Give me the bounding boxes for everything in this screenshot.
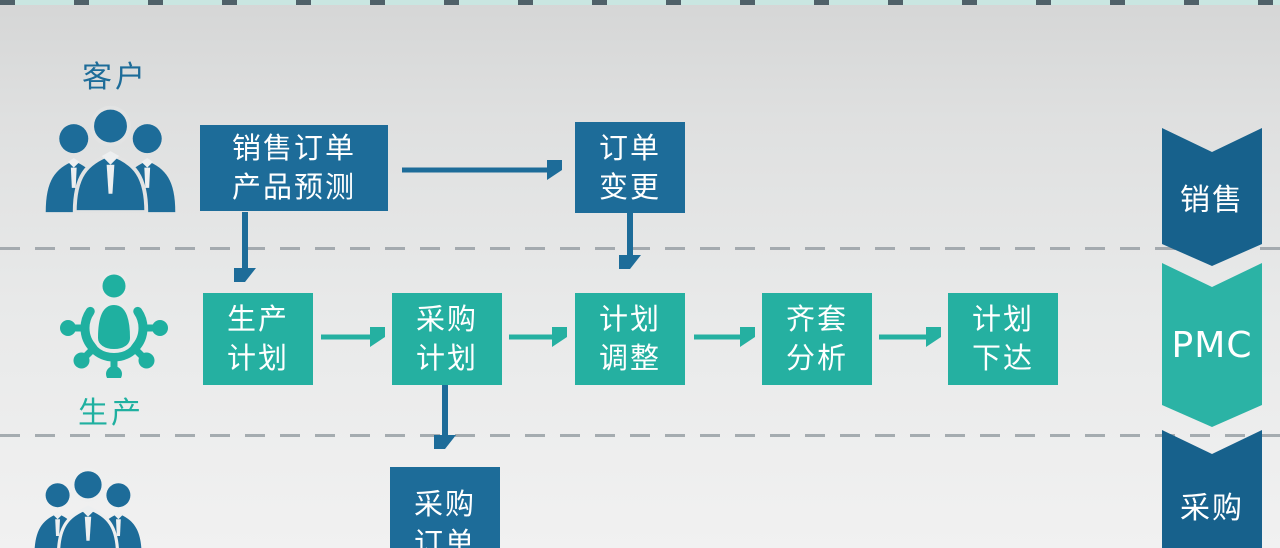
node-plan-release: 计划 下达 xyxy=(948,293,1058,385)
banner-sales: 销售 xyxy=(1162,128,1262,266)
lane-label-customer: 客户 xyxy=(82,60,148,95)
node-order-change: 订单 变更 xyxy=(575,122,685,213)
arrow-prodplan-purplan xyxy=(321,327,385,347)
arrow-kitting-release xyxy=(879,327,941,347)
top-dashed-strip xyxy=(0,0,1280,5)
node-plan-adjust: 计划 调整 xyxy=(575,293,685,385)
banner-purchase: 采购 xyxy=(1162,430,1262,548)
node-sales-order: 销售订单 产品预测 xyxy=(200,125,388,211)
arrow-sales-to-change xyxy=(402,160,562,180)
lane-divider-1 xyxy=(0,247,1280,250)
arrow-purplan-down xyxy=(433,385,457,449)
node-kitting-analysis: 齐套 分析 xyxy=(762,293,872,385)
arrow-purplan-adjust xyxy=(509,327,567,347)
people-group-icon xyxy=(38,100,183,217)
lane-label-production: 生产 xyxy=(78,396,144,431)
people-group-icon xyxy=(28,463,148,548)
arrow-adjust-kitting xyxy=(694,327,755,347)
lane-divider-2 xyxy=(0,434,1280,437)
arrow-salesorder-down xyxy=(233,212,257,282)
gear-person-icon xyxy=(55,271,173,382)
arrow-orderchange-down xyxy=(618,213,642,269)
node-purchase-plan: 采购 计划 xyxy=(392,293,502,385)
banner-pmc: PMC xyxy=(1162,263,1262,427)
node-production-plan: 生产 计划 xyxy=(203,293,313,385)
node-purchase-order: 采购 订单 xyxy=(390,467,500,548)
